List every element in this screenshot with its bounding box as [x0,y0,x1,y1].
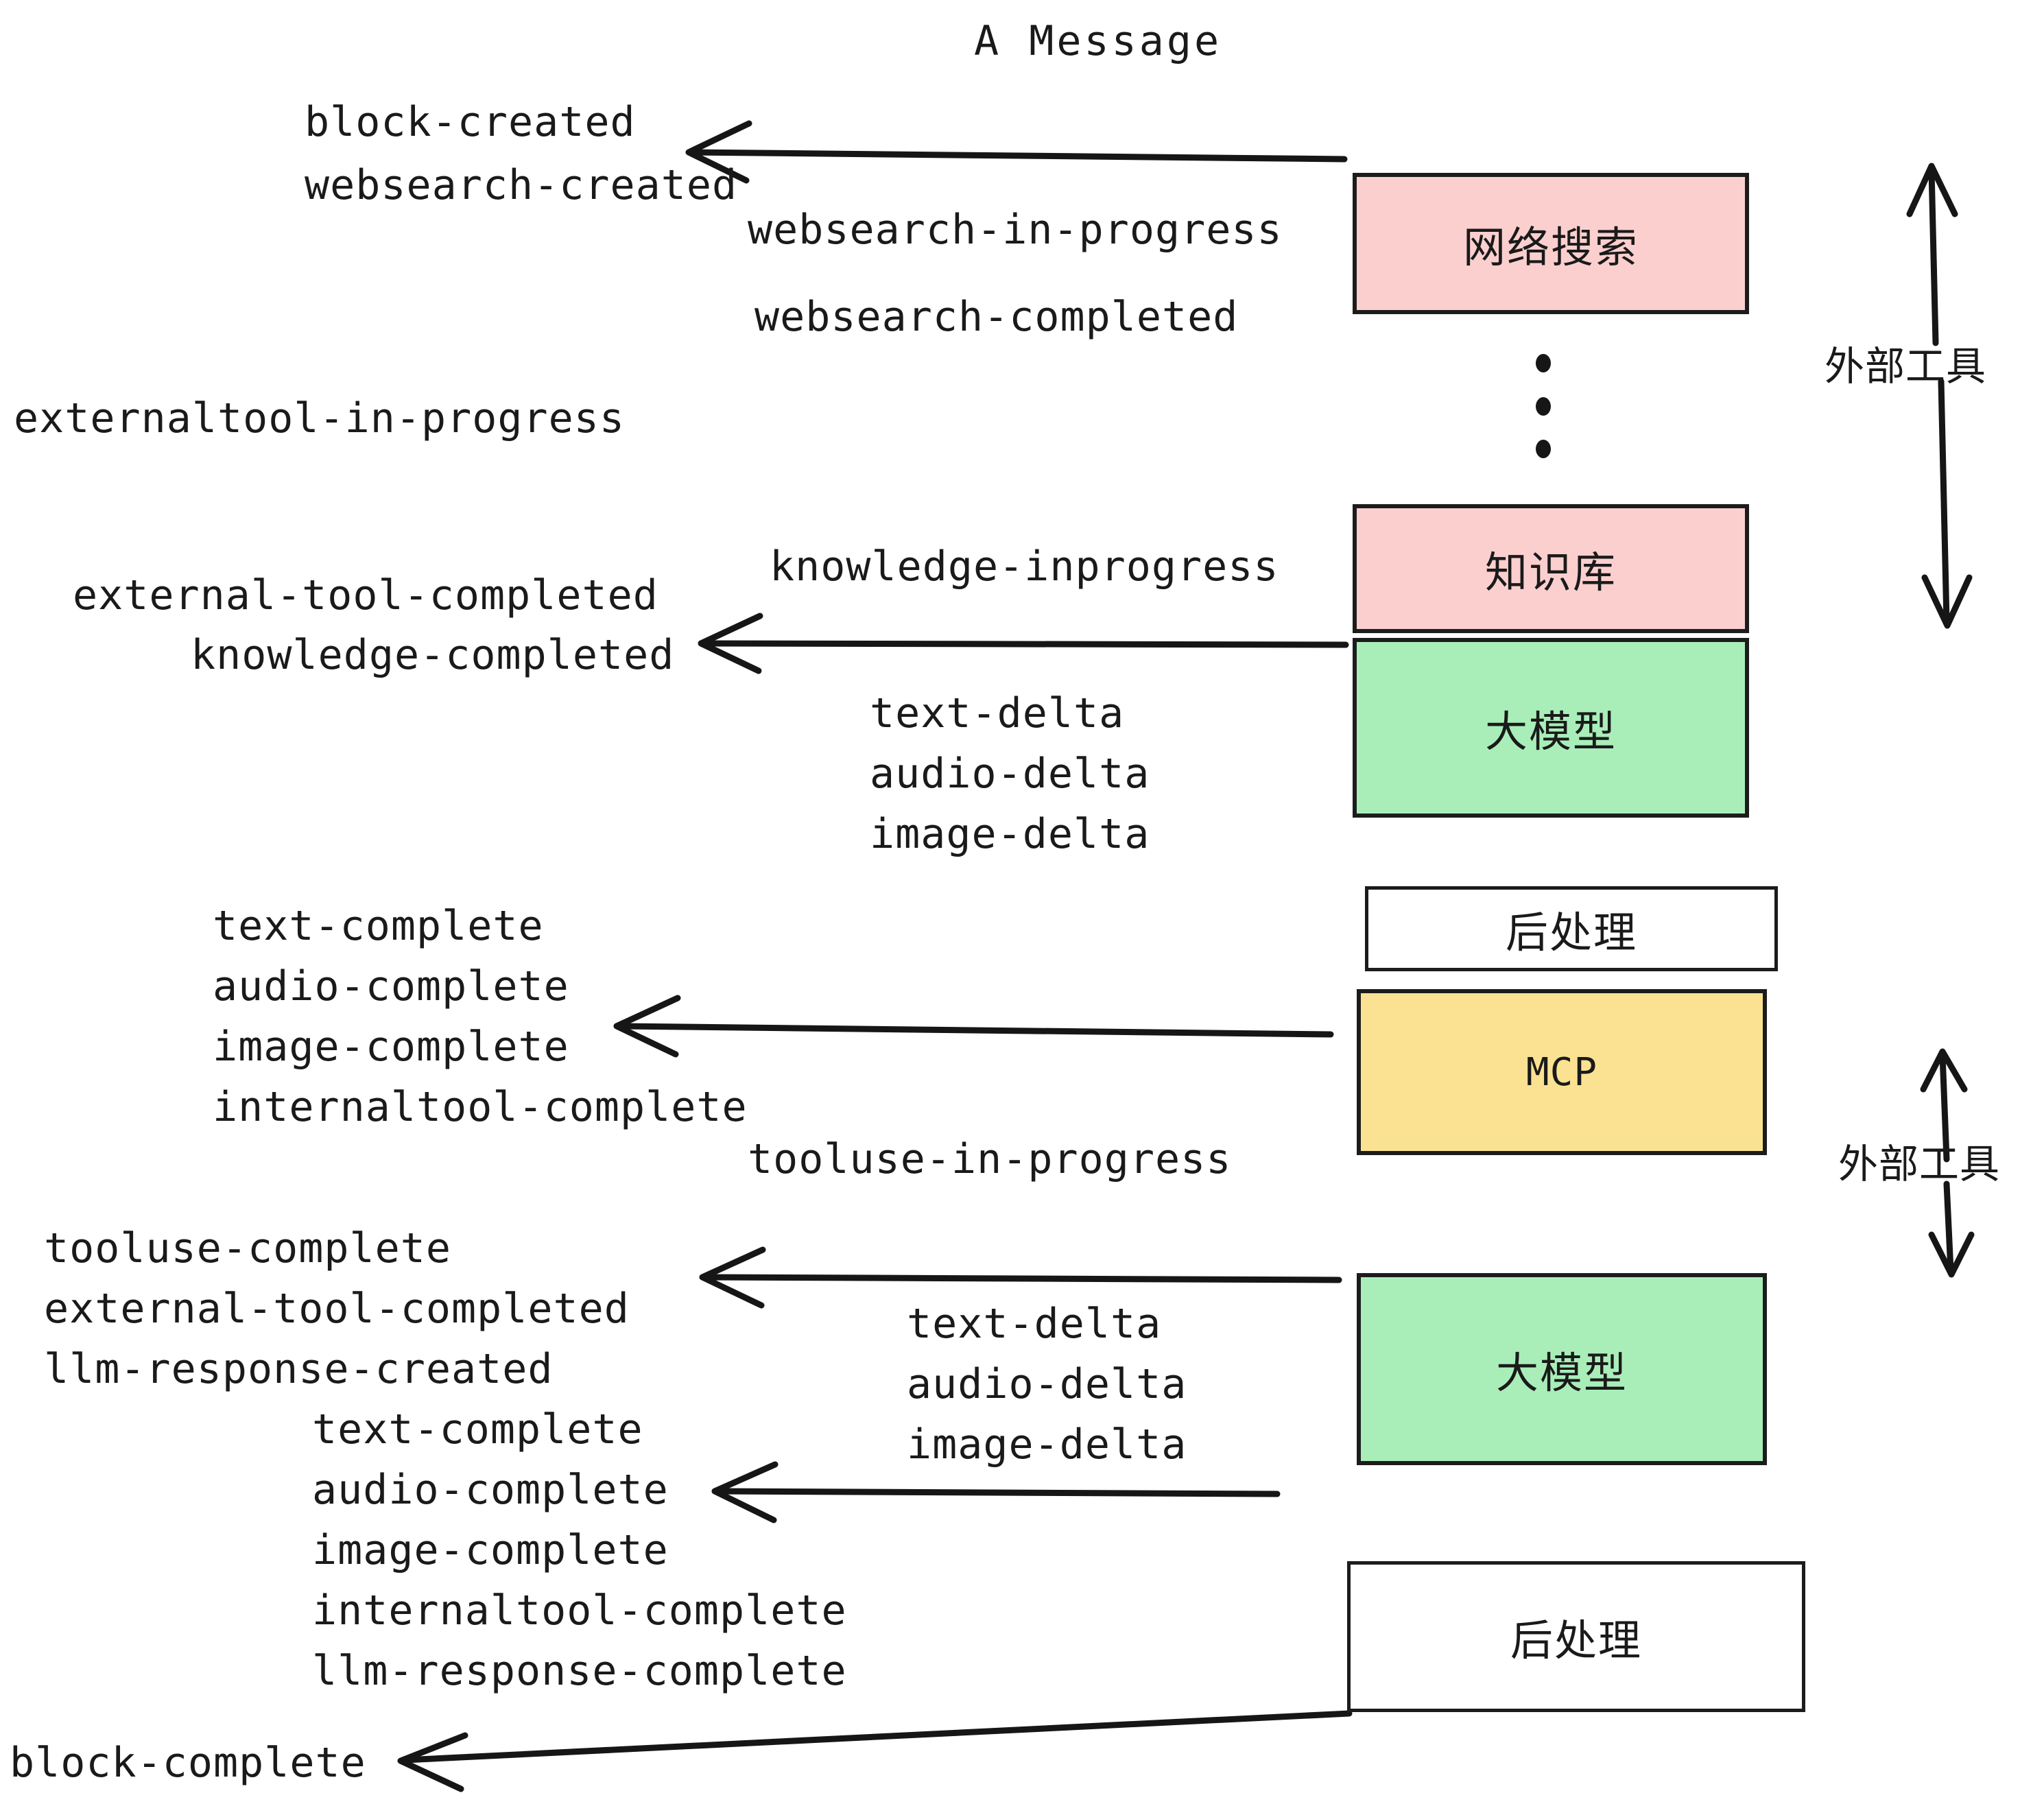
event-knowledge-inprogress: knowledge-inprogress [770,543,1279,591]
event-websearch-in-progress: websearch-in-progress [748,206,1283,254]
page-title: A Message [974,17,1222,65]
node-mcp-label: MCP [1525,1049,1598,1095]
node-mcp[interactable]: MCP [1357,989,1767,1155]
event-llm-response-created: llm-response-created [44,1345,554,1393]
event-audio-complete-2: audio-complete [312,1466,669,1514]
event-external-tool-completed-2: external-tool-completed [44,1285,630,1333]
dot-3 [1536,440,1551,458]
arrow-llm2-to-audio-complete [715,1488,1281,1497]
arrow-llm1-to-events [702,640,1349,648]
event-block-created: block-created [305,98,636,146]
arrow-websearch-to-events [689,149,1348,163]
event-internaltool-complete-1: internaltool-complete [213,1083,748,1131]
event-block-complete: block-complete [10,1739,366,1787]
event-llm-response-complete: llm-response-complete [312,1647,847,1695]
event-audio-complete-1: audio-complete [213,962,569,1010]
event-tooluse-in-progress: tooluse-in-progress [748,1135,1232,1183]
external-tools-lower-text: 外部工具 [1838,1141,2001,1187]
event-text-complete-2: text-complete [312,1405,643,1453]
event-image-complete-2: image-complete [312,1526,669,1574]
node-knowledge[interactable]: 知识库 [1353,504,1749,633]
arrow-postprocess-to-block-complete [401,1710,1353,1764]
node-llm-2-label: 大模型 [1495,1348,1628,1398]
arrow-external-tools-upper-up [1928,167,1939,346]
dot-2 [1536,396,1551,416]
event-audio-delta-1: audio-delta [870,750,1150,798]
event-websearch-completed: websearch-completed [754,293,1239,341]
node-websearch-label: 网络搜索 [1462,222,1639,272]
arrow-external-tools-lower-down [1943,1180,1954,1274]
node-llm-1[interactable]: 大模型 [1353,638,1749,818]
node-llm-2[interactable]: 大模型 [1357,1273,1767,1465]
node-postprocess-1-label: 后处理 [1505,907,1637,958]
event-text-delta-1: text-delta [870,689,1125,737]
event-externaltool-in-progress: externaltool-in-progress [14,394,625,442]
arrow-mcp-to-events [617,1023,1334,1038]
event-image-delta-2: image-delta [907,1421,1187,1469]
node-knowledge-label: 知识库 [1484,547,1617,597]
side-label-external-tools-lower: 外部工具 [1838,1144,2000,1184]
arrow-external-tools-upper-down [1938,378,1950,625]
node-postprocess-2-label: 后处理 [1510,1615,1642,1665]
side-label-external-tools-upper: 外部工具 [1825,346,1986,386]
node-postprocess-1[interactable]: 后处理 [1365,886,1778,971]
node-postprocess-2[interactable]: 后处理 [1347,1561,1805,1712]
event-tooluse-complete: tooluse-complete [44,1224,451,1272]
event-text-complete-1: text-complete [213,902,544,950]
event-external-tool-completed-1: external-tool-completed [73,571,658,619]
event-text-delta-2: text-delta [907,1300,1162,1348]
event-image-complete-1: image-complete [213,1023,569,1071]
dot-1 [1536,354,1551,372]
event-websearch-created: websearch-created [305,161,738,209]
event-knowledge-completed: knowledge-completed [191,631,675,679]
node-llm-1-label: 大模型 [1484,707,1617,757]
node-websearch[interactable]: 网络搜索 [1353,173,1749,314]
event-audio-delta-2: audio-delta [907,1360,1187,1408]
ellipsis-dots [1535,354,1552,458]
external-tools-upper-text: 外部工具 [1825,343,1987,390]
arrow-llm2-to-events [703,1274,1342,1283]
event-internaltool-complete-2: internaltool-complete [312,1587,847,1635]
event-image-delta-1: image-delta [870,810,1150,858]
